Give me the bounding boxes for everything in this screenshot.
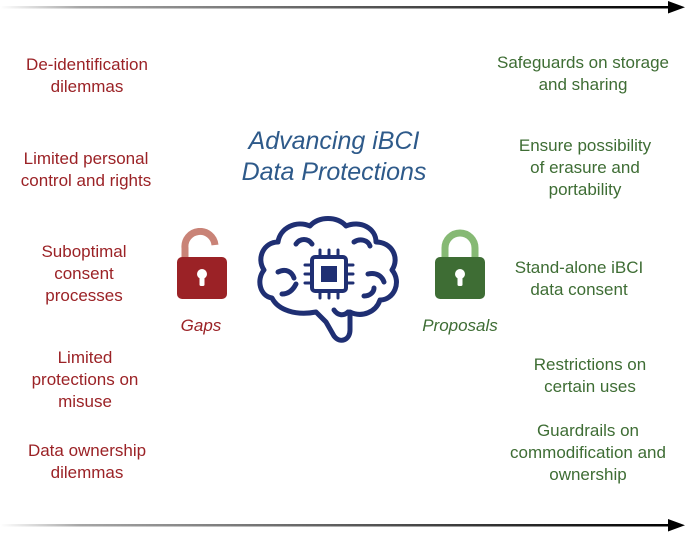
bottom-arrow-icon: [0, 519, 685, 532]
proposal-item-line: Restrictions on: [533, 355, 647, 374]
proposal-item-line: commodification and: [510, 443, 666, 462]
gap-item-line: Suboptimal: [41, 242, 127, 261]
closed-padlock-icon: [435, 229, 485, 299]
proposal-item-restrictions: Restrictions on certain uses: [534, 354, 646, 398]
gap-item-line: control and rights: [20, 171, 152, 190]
gap-item-line: Data ownership: [27, 441, 147, 460]
proposal-item-safeguards: Safeguards on storage and sharing: [497, 52, 669, 96]
gap-item-personal-control: Limited personal control and rights: [21, 148, 151, 192]
gap-item-line: De-identification: [26, 55, 148, 74]
proposal-item-line: and sharing: [538, 75, 628, 94]
gap-item-line: dilemmas: [50, 463, 124, 482]
gap-item-line: misuse: [58, 392, 112, 411]
proposal-item-line: Guardrails on: [536, 421, 640, 440]
gap-item-line: consent: [54, 264, 114, 283]
gap-item-line: dilemmas: [50, 77, 124, 96]
proposal-item-line: data consent: [530, 280, 628, 299]
diagram-title-line: Advancing iBCI: [248, 127, 420, 155]
brain-chip-icon: [257, 216, 399, 343]
proposal-item-line: certain uses: [544, 377, 636, 396]
proposal-item-line: Ensure possibility: [518, 136, 652, 155]
gap-item-misuse: Limited protections on misuse: [32, 347, 139, 413]
proposal-item-line: of erasure and: [530, 158, 640, 177]
gap-item-line: Limited personal: [23, 149, 149, 168]
gap-item-deidentification: De-identification dilemmas: [26, 54, 148, 98]
diagram-title-line: Data Protections: [241, 158, 427, 186]
proposal-item-consent: Stand-alone iBCI data consent: [515, 257, 644, 301]
gap-item-line: processes: [45, 286, 123, 305]
gap-item-line: protections on: [31, 370, 139, 389]
gaps-caption: Gaps: [180, 316, 222, 335]
gap-item-ownership: Data ownership dilemmas: [28, 440, 146, 484]
top-arrow-icon: [0, 1, 685, 14]
proposal-item-line: Stand-alone iBCI: [514, 258, 644, 277]
gap-item-consent: Suboptimal consent processes: [41, 241, 126, 307]
proposal-item-erasure: Ensure possibility of erasure and portab…: [519, 135, 651, 201]
proposal-item-line: portability: [548, 180, 622, 199]
proposals-caption: Proposals: [422, 316, 498, 335]
open-padlock-icon: [177, 228, 227, 299]
diagram-title: Advancing iBCI Data Protections: [242, 126, 427, 188]
gap-item-line: Limited: [57, 348, 113, 367]
proposal-item-line: ownership: [549, 465, 627, 484]
proposal-item-line: Safeguards on storage: [496, 53, 670, 72]
proposal-item-guardrails: Guardrails on commodification and owners…: [510, 420, 666, 486]
